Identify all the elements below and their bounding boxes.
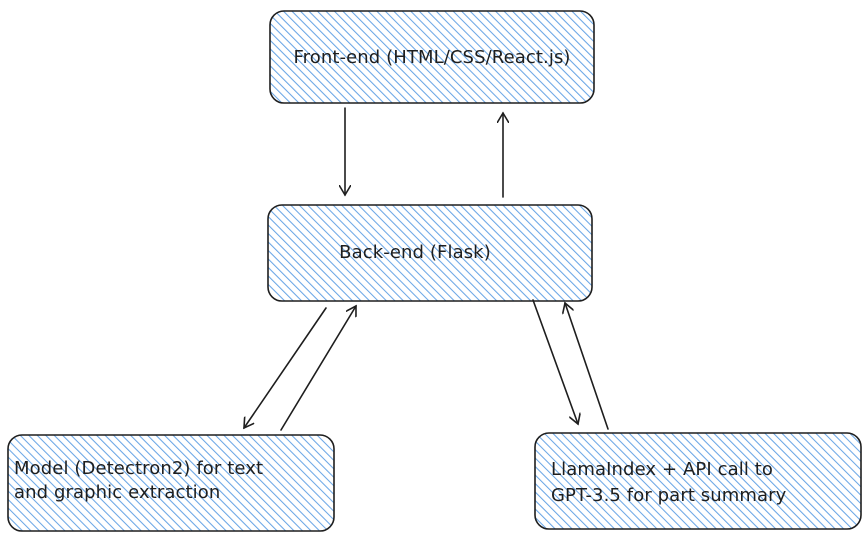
backend-box (267, 204, 593, 302)
llama-box (534, 432, 862, 530)
model-label-line1: Model (Detectron2) for text (14, 458, 263, 479)
frontend-node: Front-end (HTML/CSS/React.js) (269, 10, 595, 104)
backend-node: Back-end (Flask) (267, 204, 593, 302)
backend-label: Back-end (Flask) (339, 242, 491, 263)
llama-label-line1: LlamaIndex + API call to (551, 459, 773, 480)
model-label-line2: and graphic extraction (14, 482, 220, 503)
model-box (7, 434, 335, 532)
model-node: Model (Detectron2) for text and graphic … (7, 434, 335, 532)
llama-label-line2: GPT-3.5 for part summary (551, 485, 787, 506)
arrow-llama-to-backend (565, 303, 609, 430)
arrow-backend-to-llama (532, 299, 578, 424)
llama-node: LlamaIndex + API call to GPT-3.5 for par… (534, 432, 862, 530)
arrow-backend-to-model (244, 307, 327, 428)
frontend-box (269, 10, 595, 104)
arrow-model-to-backend (280, 306, 356, 431)
frontend-label: Front-end (HTML/CSS/React.js) (293, 47, 570, 68)
